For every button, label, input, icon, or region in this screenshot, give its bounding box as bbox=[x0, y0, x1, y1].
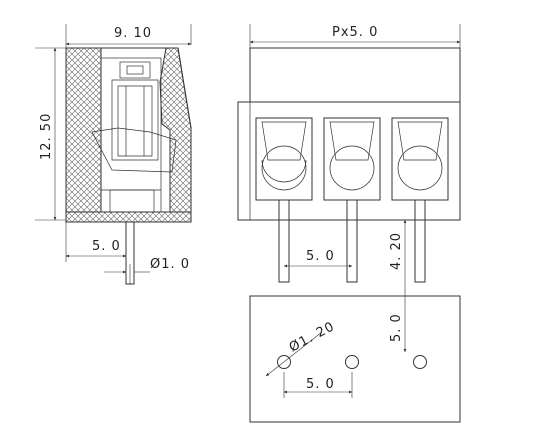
hole-3 bbox=[413, 355, 427, 369]
side-pin-diameter-dimension: Ø1. 0 bbox=[104, 257, 190, 274]
front-screw-terminals bbox=[255, 117, 449, 201]
hole-2 bbox=[345, 355, 359, 369]
side-housing bbox=[65, 47, 192, 223]
front-pin-length-label: 4. 20 bbox=[389, 232, 404, 270]
front-housing bbox=[237, 47, 461, 221]
footprint-row-offset-label: 5. 0 bbox=[389, 313, 404, 342]
front-pin-spacing-label: 5. 0 bbox=[306, 249, 335, 264]
side-pin-spacing-dimension: 5. 0 bbox=[65, 222, 127, 262]
front-view: Px5. 0 bbox=[237, 24, 461, 296]
front-pin-1 bbox=[278, 199, 290, 283]
side-width-label: 9. 10 bbox=[114, 26, 152, 41]
footprint-hole-diameter-label: Ø1. 20 bbox=[287, 319, 338, 355]
side-pin-diameter-label: Ø1. 0 bbox=[150, 257, 190, 272]
footprint-view: Ø1. 20 5. 0 5. 0 bbox=[249, 295, 461, 423]
side-view: 9. 10 12. 50 bbox=[35, 24, 192, 285]
footprint-outline bbox=[249, 295, 461, 423]
side-pin-spacing-label: 5. 0 bbox=[92, 239, 121, 254]
side-screw-clamp bbox=[91, 61, 177, 213]
front-pin-length-dimension: 4. 20 bbox=[389, 219, 407, 296]
side-height-label: 12. 50 bbox=[39, 113, 54, 160]
terminal-3 bbox=[391, 117, 449, 201]
footprint-hole-spacing-label: 5. 0 bbox=[306, 377, 335, 392]
footprint-holes bbox=[277, 355, 427, 369]
front-pins bbox=[278, 199, 426, 283]
terminal-2 bbox=[323, 117, 381, 201]
front-pin-spacing-dimension: 5. 0 bbox=[283, 249, 353, 268]
front-pin-3 bbox=[414, 199, 426, 283]
front-pitch-dimension: Px5. 0 bbox=[249, 24, 461, 102]
side-pin bbox=[125, 221, 135, 285]
front-pitch-label: Px5. 0 bbox=[332, 25, 378, 40]
footprint-hole-diameter-dimension: Ø1. 20 bbox=[265, 319, 338, 377]
hole-1 bbox=[277, 355, 291, 369]
footprint-hole-spacing-dimension: 5. 0 bbox=[283, 372, 353, 398]
footprint-row-offset-dimension: 5. 0 bbox=[389, 296, 407, 353]
front-pin-2 bbox=[346, 199, 358, 283]
side-height-dimension: 12. 50 bbox=[35, 47, 66, 221]
terminal-1 bbox=[255, 117, 313, 201]
